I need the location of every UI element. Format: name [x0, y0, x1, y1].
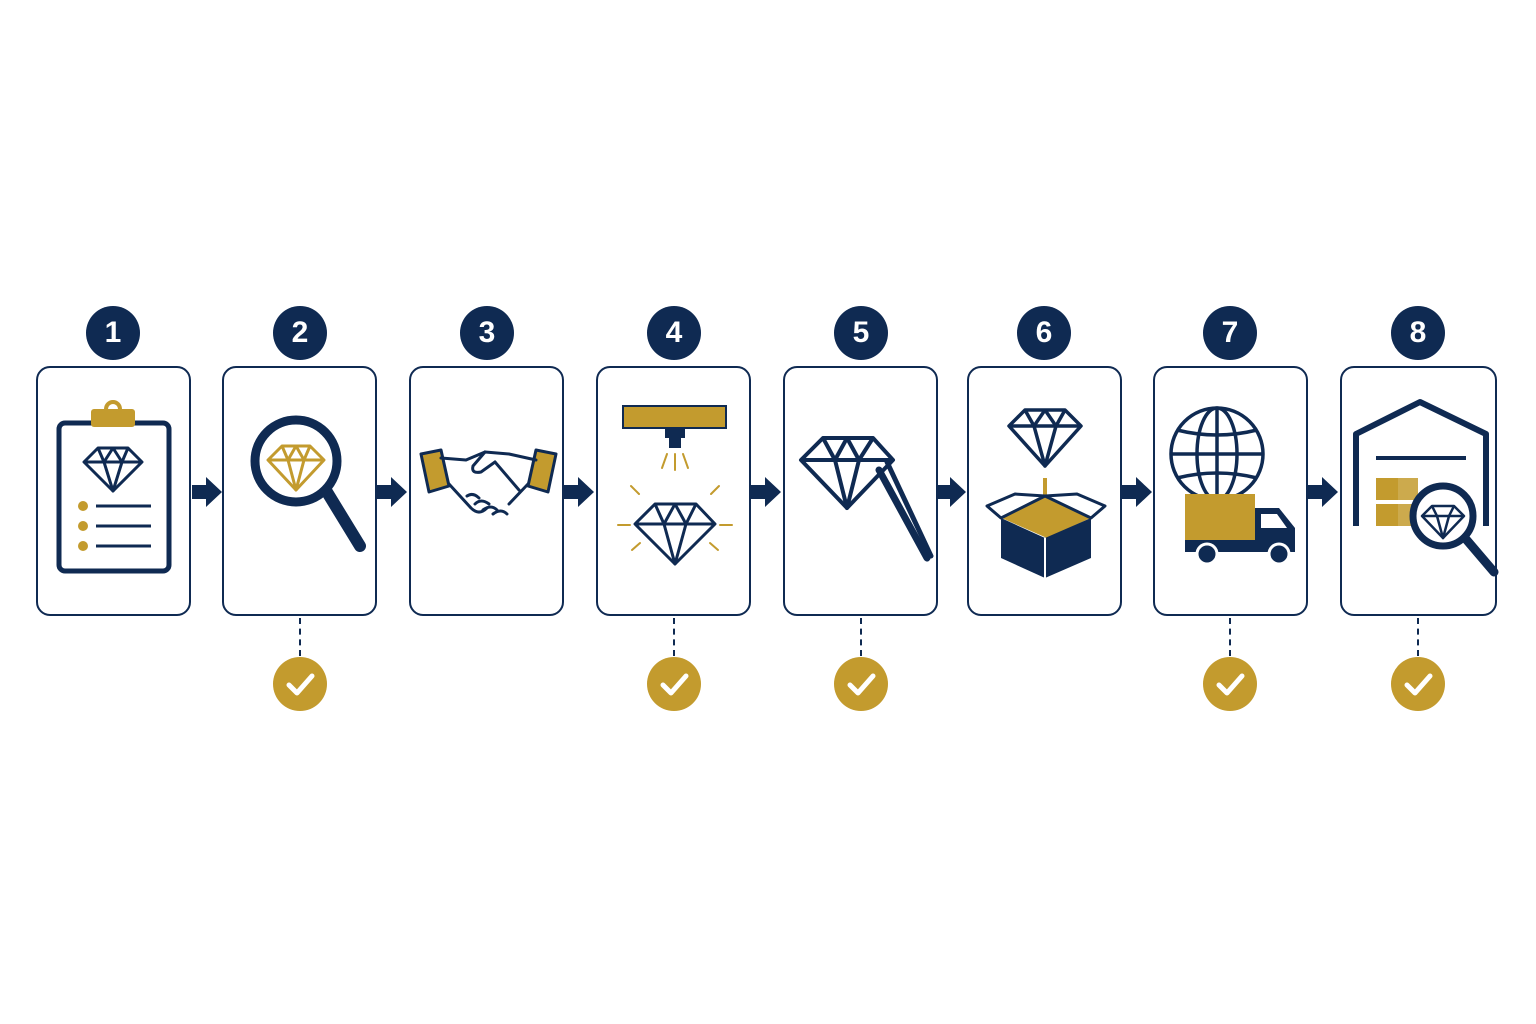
- laser-cutting-diamond-icon: [617, 405, 733, 566]
- handshake-icon: [419, 448, 558, 516]
- step-card: [967, 366, 1122, 616]
- step-card: [596, 366, 751, 616]
- step-number-badge: 8: [1391, 306, 1445, 360]
- checkmark-icon: [847, 673, 876, 696]
- step-card: [36, 366, 191, 616]
- step-card: [1340, 366, 1499, 616]
- warehouse-inspection-icon: [1353, 399, 1499, 577]
- diamond-into-box-icon: [985, 408, 1107, 578]
- checkmark-icon: [660, 673, 689, 696]
- check-badge: [273, 657, 327, 711]
- dashed-connector: [860, 618, 862, 656]
- checkmark-icon: [1404, 673, 1433, 696]
- step-number-badge: 3: [460, 306, 514, 360]
- step-number-badge: 2: [273, 306, 327, 360]
- arrow-right-icon: [377, 477, 407, 507]
- globe-delivery-truck-icon: [1169, 406, 1295, 566]
- step-number-badge: 6: [1017, 306, 1071, 360]
- checkmark-icon: [286, 673, 315, 696]
- check-badge: [1203, 657, 1257, 711]
- arrow-right-icon: [1308, 477, 1338, 507]
- clipboard-diamond-checklist-icon: [56, 400, 172, 574]
- dashed-connector: [299, 618, 301, 656]
- check-badge: [1391, 657, 1445, 711]
- arrow-right-icon: [936, 477, 966, 507]
- arrow-right-icon: [1122, 477, 1152, 507]
- step-card: [783, 366, 938, 616]
- check-badge: [834, 657, 888, 711]
- dashed-connector: [1229, 618, 1231, 656]
- check-badge: [647, 657, 701, 711]
- step-number-badge: 4: [647, 306, 701, 360]
- arrow-right-icon: [564, 477, 594, 507]
- step-number-badge: 1: [86, 306, 140, 360]
- step-card: [1153, 366, 1308, 616]
- step-card: [222, 366, 377, 616]
- checkmark-icon: [1216, 673, 1245, 696]
- dashed-connector: [1417, 618, 1419, 656]
- arrow-right-icon: [192, 477, 222, 507]
- step-card: [409, 366, 564, 616]
- step-number-badge: 7: [1203, 306, 1257, 360]
- dashed-connector: [673, 618, 675, 656]
- magnifier-diamond-icon: [250, 415, 366, 552]
- diamond-tweezers-icon: [799, 436, 934, 562]
- step-number-badge: 5: [834, 306, 888, 360]
- arrow-right-icon: [751, 477, 781, 507]
